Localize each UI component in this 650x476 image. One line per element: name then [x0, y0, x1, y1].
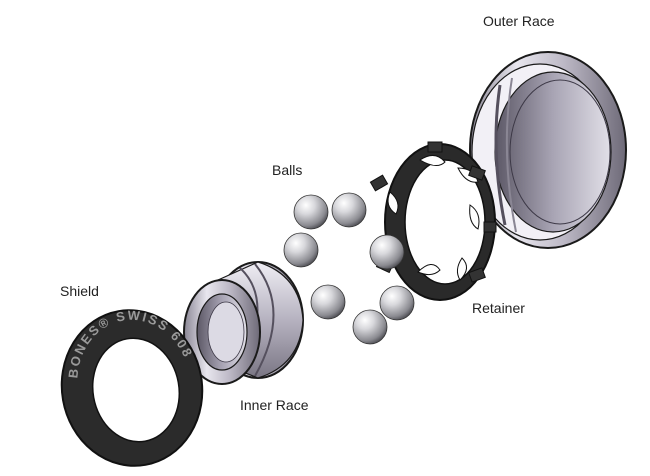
- ball: [331, 192, 367, 228]
- outer-race: [469, 51, 627, 249]
- ball: [379, 285, 415, 321]
- label-outer-race: Outer Race: [483, 13, 555, 29]
- ball: [283, 232, 319, 268]
- label-inner-race: Inner Race: [240, 397, 309, 413]
- ball: [369, 234, 405, 270]
- ball: [310, 284, 346, 320]
- label-retainer: Retainer: [472, 300, 525, 316]
- ball: [352, 309, 388, 345]
- shield: BONES® SWISS 608: [60, 308, 204, 467]
- inner-race: [183, 261, 304, 385]
- label-balls: Balls: [272, 162, 303, 178]
- balls: [283, 192, 415, 345]
- label-shield: Shield: [60, 283, 99, 299]
- ball: [293, 194, 329, 230]
- retainer: [369, 141, 497, 301]
